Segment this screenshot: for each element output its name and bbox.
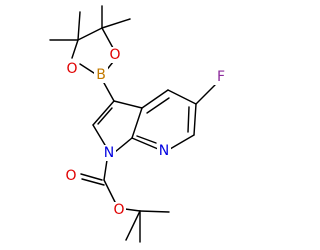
fluorine-label-background — [214, 69, 228, 85]
bond-carbonyl-o-double-a — [80, 173, 103, 181]
bond-ester-o-tbu — [124, 208, 141, 212]
bond-c4-c5 — [167, 89, 197, 105]
carbonyl-oxygen-label: O — [65, 168, 76, 184]
carbonyl-oxygen-background — [64, 168, 78, 184]
bond-layer — [49, 5, 216, 243]
dioxaborolane-oxygen-1-label: O — [66, 61, 77, 77]
bond-tbu-methyl-right — [139, 210, 170, 213]
bond-c3a-c3 — [113, 100, 143, 109]
bond-c5-f — [195, 84, 216, 105]
bond-carbonyl-o-ester — [103, 179, 116, 203]
dioxaborolane-oxygen-1-background — [65, 61, 79, 77]
bond-c5-c6-inner — [187, 106, 190, 133]
boron-atom: B — [94, 67, 108, 83]
bond-c3-c2 — [92, 100, 115, 126]
bond-o1-c1 — [71, 39, 79, 59]
atom-label-layer: B O O F N N O O — [64, 47, 228, 218]
bond-c2-methyl-right — [101, 18, 131, 29]
dioxaborolane-oxygen-2-background — [108, 47, 122, 63]
pyridine-nitrogen-background — [157, 143, 171, 159]
bond-b-c3 — [103, 82, 115, 102]
dioxaborolane-oxygen-2-label: O — [109, 47, 120, 63]
carbonyl-oxygen-atom: O — [64, 168, 78, 184]
chemical-structure-diagram: B O O F N N O O — [49, 5, 228, 243]
bond-n7-c7a — [131, 137, 159, 150]
dioxaborolane-oxygen-1: O — [65, 61, 79, 77]
bond-carbonyl-o-double-b — [81, 178, 105, 186]
bond-c6-n7 — [169, 134, 195, 150]
ester-oxygen-atom: O — [112, 202, 126, 218]
boron-label-background — [94, 67, 108, 83]
bond-c1-c2 — [77, 27, 103, 41]
bond-n1-carbonyl — [103, 159, 108, 181]
ester-oxygen-label: O — [113, 202, 124, 218]
fluorine-atom: F — [214, 69, 228, 85]
pyridine-nitrogen-atom: N — [157, 143, 171, 159]
bond-c1-methyl-up — [77, 11, 81, 41]
bond-c3-c2-inner — [97, 107, 113, 125]
bond-c3a-c4-inner — [146, 97, 170, 114]
pyridine-nitrogen-label: N — [159, 143, 169, 159]
boron-label: B — [96, 67, 106, 83]
bond-c7a-c3a — [131, 107, 143, 139]
ester-oxygen-background — [112, 202, 126, 218]
bond-tbu-methyl-left — [125, 210, 141, 241]
bond-c2-n1 — [92, 124, 106, 146]
bond-c5-c6 — [193, 103, 197, 136]
pyrrole-nitrogen-label: N — [104, 145, 114, 161]
pyrrole-nitrogen-atom: N — [102, 145, 116, 161]
fluorine-label: F — [217, 69, 225, 85]
bond-n1-c7a — [114, 137, 133, 153]
bond-c3a-c4 — [141, 89, 169, 109]
dioxaborolane-oxygen-2: O — [108, 47, 122, 63]
bond-c2-o2 — [101, 27, 114, 49]
pyrrole-nitrogen-background — [102, 145, 116, 161]
bond-n7-c7a-inner — [136, 135, 157, 144]
